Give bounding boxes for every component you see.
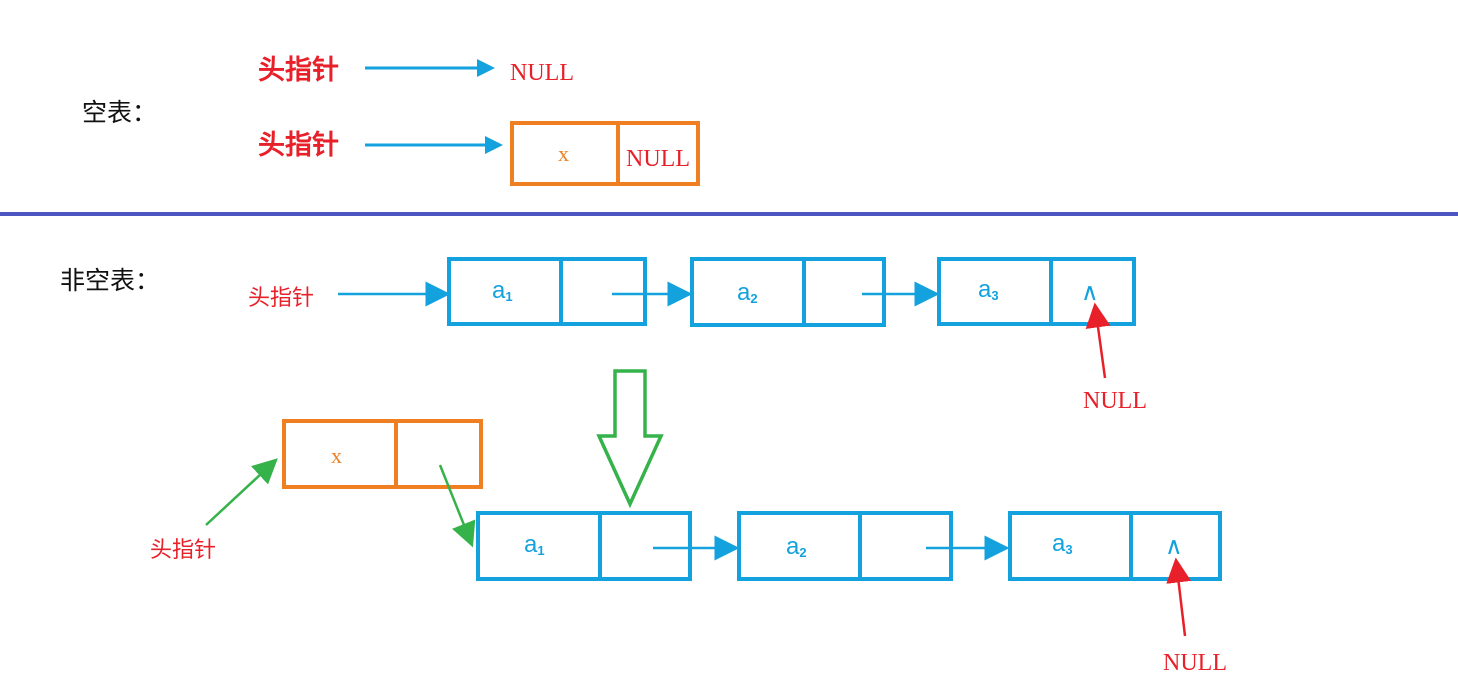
node-a2: a2 [690, 257, 886, 327]
null-wedge-symbol-2: ∧ [1165, 533, 1183, 560]
empty-list-node: x NULL [510, 121, 700, 186]
lower-node-a3: a3 ∧ [1008, 511, 1222, 581]
node-a2-data: a2 [737, 279, 758, 306]
null-pointer-arrow-1 [1085, 302, 1111, 379]
insert-down-arrow [596, 369, 664, 509]
new-node-data: x [331, 443, 342, 468]
null-label-2: NULL [1083, 388, 1147, 414]
lower-node-a1-data: a1 [524, 531, 545, 558]
new-node-next-arrow [438, 464, 476, 548]
head-pointer-label-2: 头指针 [258, 130, 339, 161]
head-pointer-label-3: 头指针 [248, 286, 314, 311]
node-a1-data: a1 [492, 277, 513, 304]
null-wedge-symbol-1: ∧ [1081, 279, 1099, 306]
node-a1: a1 [447, 257, 647, 326]
node-a3-data: a3 [978, 276, 999, 303]
head-pointer-label-1: 头指针 [258, 55, 339, 86]
lower-node-a3-data: a3 [1052, 530, 1073, 557]
lower-node-a2-data: a2 [786, 533, 807, 560]
node-a3: a3 ∧ [937, 257, 1136, 326]
nonempty-list-label: 非空表： [60, 266, 160, 295]
empty-node-data: x [558, 141, 569, 166]
null-pointer-arrow-2 [1166, 557, 1192, 637]
empty-list-label: 空表： [82, 98, 157, 127]
new-node-x: x [282, 419, 483, 489]
head-arrow-green [205, 458, 278, 526]
head-pointer-label-4: 头指针 [150, 538, 216, 563]
null-label-1: NULL [510, 60, 574, 86]
lower-node-a2: a2 [737, 511, 953, 581]
empty-node-next: NULL [626, 146, 690, 172]
null-label-3: NULL [1163, 650, 1227, 676]
lower-node-a1: a1 [476, 511, 692, 581]
